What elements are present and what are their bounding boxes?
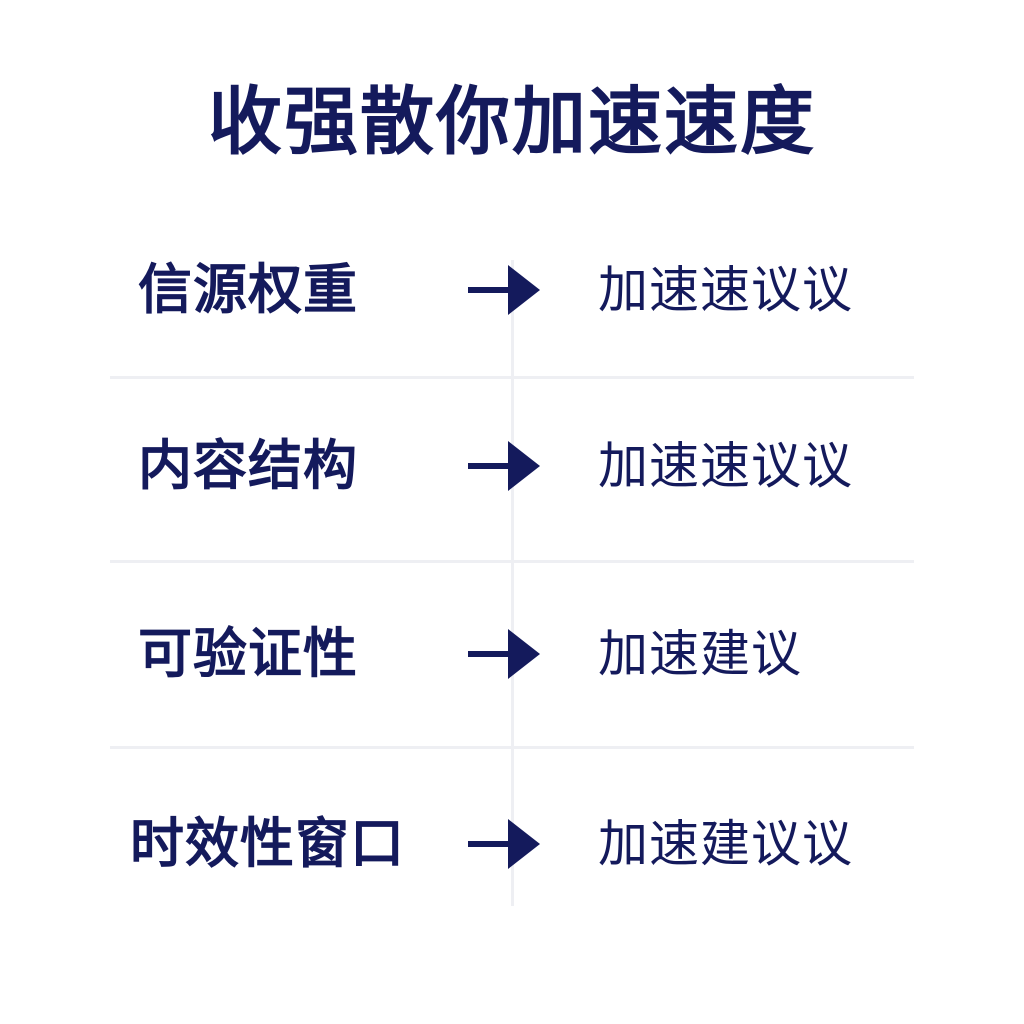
table-row: 可验证性 加速建议: [110, 560, 914, 746]
row-result: 加速速议议: [598, 437, 853, 495]
row-divider: [110, 376, 914, 379]
row-result: 加速建议议: [598, 815, 853, 873]
arrow-right-icon: [468, 629, 540, 679]
arrow-right-icon: [468, 441, 540, 491]
arrow-right-icon: [468, 265, 540, 315]
row-label: 可验证性: [138, 622, 358, 685]
row-divider: [110, 560, 914, 563]
arrow-right-icon: [468, 819, 540, 869]
table-row: 内容结构 加速速议议: [110, 376, 914, 560]
mapping-table: 信源权重 加速速议议 内容结构 加速速议议 可验证性 加速建议 时效性窗口 加速…: [110, 200, 914, 906]
row-result: 加速建议: [598, 625, 802, 683]
row-label: 内容结构: [138, 434, 358, 497]
row-label: 信源权重: [138, 258, 358, 321]
table-row: 时效性窗口 加速建议议: [110, 746, 914, 906]
row-label: 时效性窗口: [130, 812, 405, 875]
row-result: 加速速议议: [598, 261, 853, 319]
column-divider: [511, 260, 514, 906]
page-title: 收强散你加速速度: [208, 79, 816, 165]
row-divider: [110, 746, 914, 749]
table-row: 信源权重 加速速议议: [110, 200, 914, 376]
